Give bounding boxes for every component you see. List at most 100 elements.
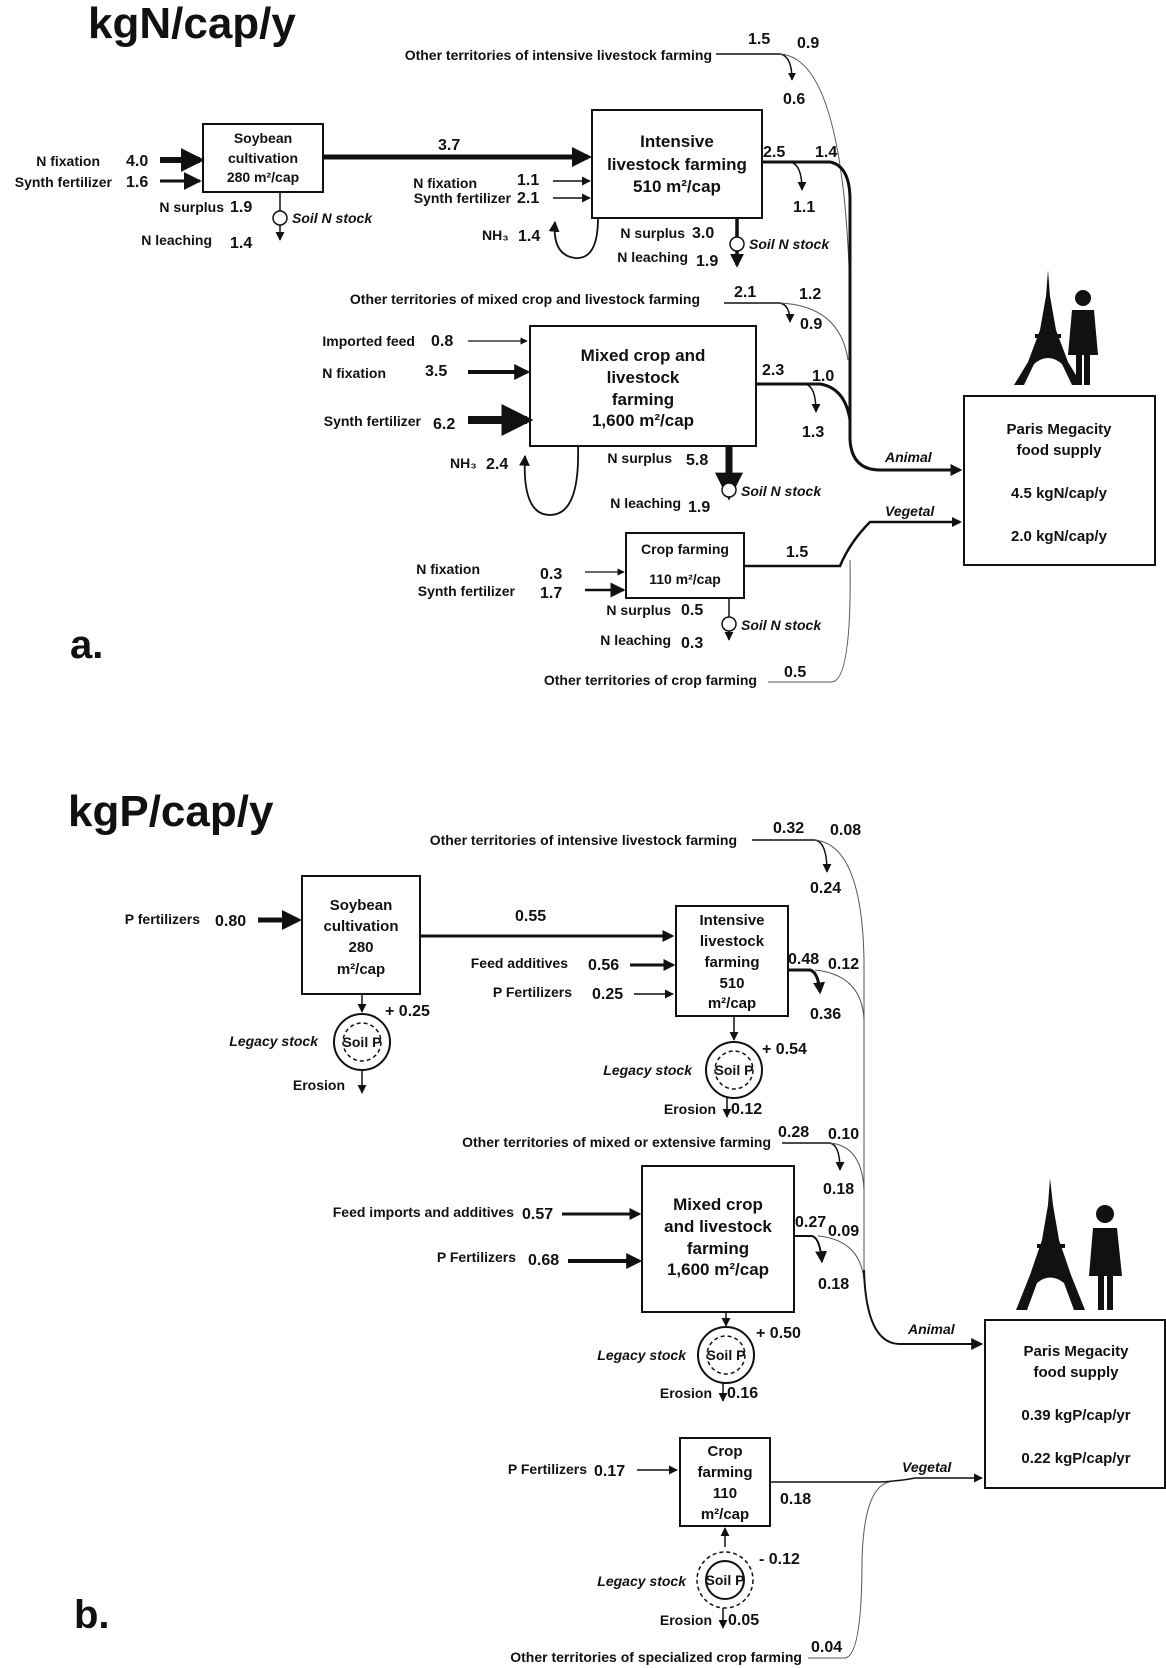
b-crop-stock-label: Legacy stock	[597, 1573, 687, 1589]
b-soy-stock-inner	[342, 1022, 382, 1062]
a-crop-in-value-1: 1.7	[540, 585, 562, 602]
a-crop-l1: Crop farming	[641, 541, 729, 557]
b-other-intensive-v1: 0.32	[773, 820, 804, 837]
a-crop-soil-icon	[721, 616, 737, 632]
b-int-in-value-1: 0.25	[592, 986, 623, 1003]
a-int-in-label-0: N fixation	[413, 175, 477, 191]
a-soy-in-value-0: 4.0	[126, 153, 148, 170]
b-int-out-line	[788, 968, 826, 995]
a-other-intensive-line	[716, 53, 796, 81]
b-other-intensive-label: Other territories of intensive livestock…	[430, 832, 737, 848]
a-crop-in-value-0: 0.3	[540, 566, 562, 583]
b-other-intensive-v2: 0.08	[830, 822, 861, 839]
panel-b-title: kgP/cap/y	[68, 787, 274, 836]
b-int-in-label-0: Feed additives	[471, 955, 568, 971]
a-mixed-l1: Mixed crop and	[581, 346, 706, 365]
a-soybean-l1: Soybean	[234, 130, 292, 146]
a-crop-out-value-1: 0.3	[681, 635, 703, 652]
b-paris-v2: 0.22 kgP/cap/yr	[1021, 1450, 1130, 1467]
a-other-mixed-curve	[779, 302, 849, 361]
a-int-in-value-0: 1.1	[517, 172, 539, 189]
a-soy-to-int-value: 3.7	[438, 137, 460, 154]
a-mix-out-value-1: 1.9	[688, 499, 710, 516]
b-mix-in-label-1: P Fertilizers	[437, 1249, 516, 1265]
b-person-icon	[1089, 1205, 1122, 1310]
a-animal-label: Animal	[884, 449, 933, 465]
b-other-crop-line	[808, 1481, 891, 1659]
a-int-out-label-0: N surplus	[620, 225, 685, 241]
a-int-out-branch	[789, 161, 807, 191]
b-int-stock-soil: Soil P	[715, 1062, 754, 1078]
a-person-icon	[1068, 290, 1098, 385]
b-mix-stock-erosion: Erosion	[660, 1385, 712, 1401]
a-crop-v: 1.5	[786, 544, 808, 561]
a-paris-l2: food supply	[1017, 442, 1103, 459]
b-eiffel-tower-icon	[1016, 1178, 1085, 1310]
a-vegetal-label: Vegetal	[885, 503, 935, 519]
b-soybean-box	[301, 875, 421, 995]
b-soybean-l3: 280	[348, 939, 373, 956]
b-soy-stock-erosion: Erosion	[293, 1077, 345, 1093]
b-int-v-1: 0.12	[828, 956, 859, 973]
b-mix-stock-soil: Soil P	[707, 1347, 746, 1363]
a-mixed-l3: farming	[612, 390, 674, 409]
panel-a-label: a.	[70, 623, 103, 667]
a-mix-nh3-value: 2.4	[486, 456, 508, 473]
a-mix-v-1: 1.0	[812, 368, 834, 385]
a-int-out-value-0: 3.0	[692, 225, 714, 242]
a-other-intensive-v1: 1.5	[748, 31, 770, 48]
a-int-nh3-loop	[548, 217, 599, 259]
a-intensive-l2: livestock farming	[607, 155, 747, 174]
b-other-intensive-line	[752, 839, 832, 873]
b-int-in-label-1: P Fertilizers	[493, 984, 572, 1000]
b-crop-box	[679, 1437, 771, 1527]
a-crop-out-label-1: N leaching	[600, 632, 671, 648]
a-mixed-box	[529, 325, 757, 447]
a-int-soil-icon	[729, 236, 745, 252]
b-mix-stock-label: Legacy stock	[597, 1347, 687, 1363]
a-int-nh3-label: NH₃	[482, 227, 509, 243]
a-paris-v2: 2.0 kgN/cap/y	[1011, 528, 1108, 545]
a-mix-v-2: 1.3	[802, 424, 824, 441]
b-crop-stock-delta: - 0.12	[759, 1551, 800, 1568]
b-mixed-box	[641, 1165, 795, 1313]
b-int-v-2: 0.36	[810, 1006, 841, 1023]
a-soybean-l2: cultivation	[228, 150, 298, 166]
a-int-out-value-1: 1.9	[696, 253, 718, 270]
a-mix-soil-label: Soil N stock	[741, 483, 822, 499]
b-paris-l2: food supply	[1034, 1364, 1120, 1381]
a-mix-out-label-1: N leaching	[610, 495, 681, 511]
b-int-v-0: 0.48	[788, 951, 819, 968]
b-intensive-l3: farming	[704, 954, 759, 971]
b-crop-in-value: 0.17	[594, 1463, 625, 1480]
a-other-mixed-v2: 1.2	[799, 286, 821, 303]
b-soybean-l2: cultivation	[323, 918, 398, 935]
a-mix-out-value-0: 5.8	[686, 452, 708, 469]
b-mix-stock-outer	[697, 1326, 755, 1384]
b-other-mixed-v1: 0.28	[778, 1124, 809, 1141]
b-int-out-thin	[814, 969, 865, 1021]
b-int-stock-erosion-value: 0.12	[731, 1101, 762, 1118]
a-soy-in-value-1: 1.6	[126, 174, 148, 191]
a-crop-l2: 110 m²/cap	[649, 571, 721, 587]
a-other-intensive-v3: 0.6	[783, 91, 805, 108]
a-soy-out-value-0: 1.9	[230, 199, 252, 216]
b-int-stock-erosion: Erosion	[664, 1101, 716, 1117]
a-other-mixed-v3: 0.9	[800, 316, 822, 333]
b-soy-stock-label: Legacy stock	[229, 1033, 319, 1049]
b-mix-out-line	[794, 1235, 828, 1264]
b-other-mixed-label: Other territories of mixed or extensive …	[462, 1134, 771, 1150]
b-soy-in-value: 0.80	[215, 913, 246, 930]
b-other-intensive-curve	[814, 839, 865, 1270]
b-mix-out-thin	[817, 1235, 865, 1281]
a-paris-box	[963, 395, 1156, 566]
a-mix-in-label-2: Synth fertilizer	[324, 413, 422, 429]
a-soy-in-label-1: Synth fertilizer	[15, 174, 113, 190]
b-int-stock-delta: + 0.54	[762, 1041, 807, 1058]
b-mixed-l3: farming	[687, 1239, 749, 1258]
a-crop-box	[625, 532, 745, 599]
a-soy-in-label-0: N fixation	[36, 153, 100, 169]
a-mix-in-value-2: 6.2	[433, 416, 455, 433]
a-other-crop-value: 0.5	[784, 664, 806, 681]
